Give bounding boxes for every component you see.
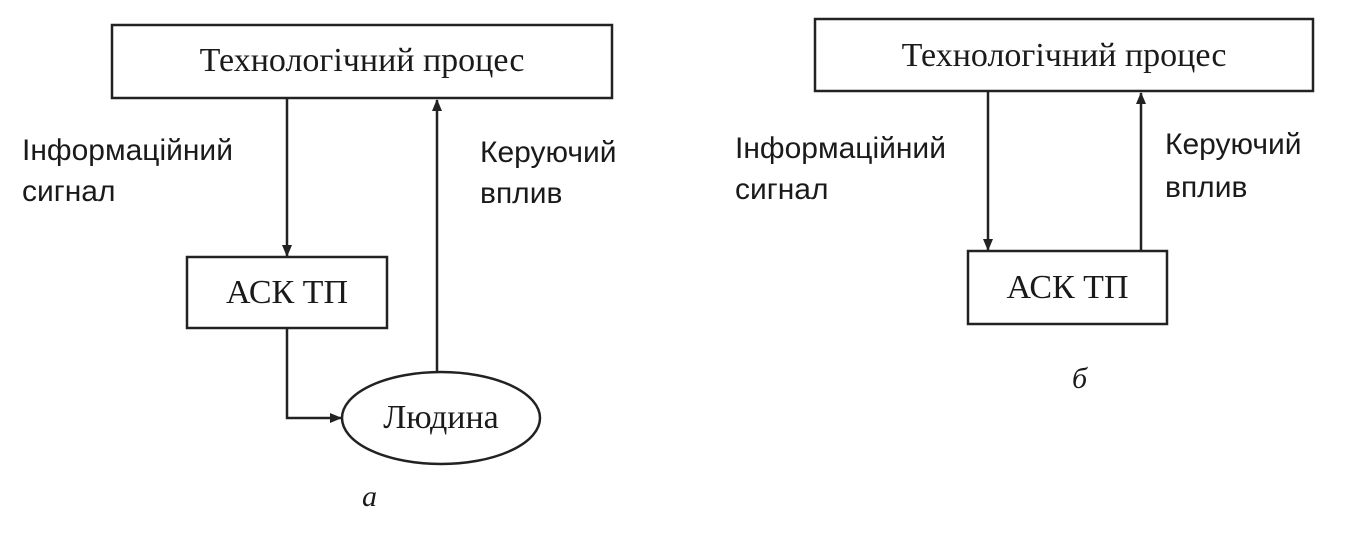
b-process-label: Технологічний процес <box>901 37 1227 74</box>
a-info-signal-label-1: Інформаційний <box>22 134 233 167</box>
a-caption: а <box>362 480 377 513</box>
b-system-label: АСК ТП <box>1006 269 1129 306</box>
b-info-signal-label-2: сигнал <box>735 173 829 206</box>
b-process-box <box>813 17 1315 93</box>
b-system-box <box>966 249 1169 326</box>
b-info-signal-label-1: Інформаційний <box>735 132 946 165</box>
a-control-label-2: вплив <box>480 177 563 210</box>
a-process-label: Технологічний процес <box>199 42 525 79</box>
a-process-box <box>110 23 614 100</box>
b-control-label-1: Керуючий <box>1165 128 1302 161</box>
a-system-label: АСК ТП <box>225 274 349 311</box>
b-control-label-2: вплив <box>1165 171 1248 204</box>
a-human-label: Людина <box>383 399 499 436</box>
a-human-ellipse <box>340 370 542 466</box>
a-system-to-human-arrow <box>285 328 342 423</box>
a-info-signal-label-2: сигнал <box>22 175 116 208</box>
a-control-label-1: Керуючий <box>480 136 617 169</box>
b-caption: б <box>1072 362 1088 395</box>
